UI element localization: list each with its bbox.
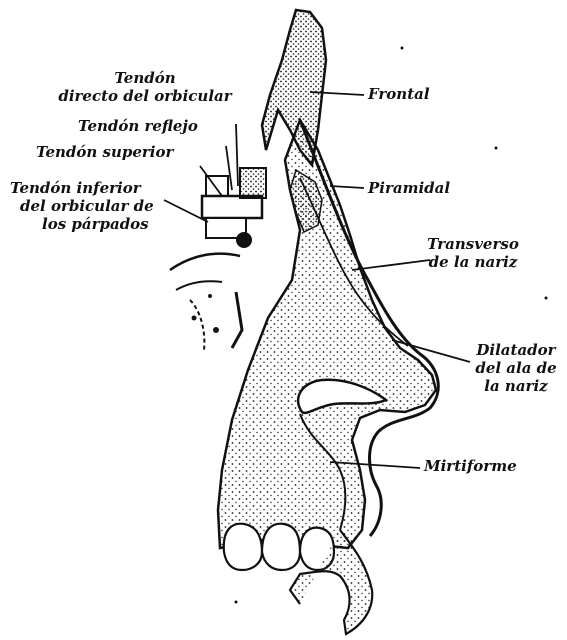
leader-piramidal: [330, 186, 364, 188]
orbital-region: [170, 168, 266, 350]
label-tendon-superior: Tendón superior: [36, 144, 173, 161]
label-tendon-inferior-2: del orbicular de: [20, 198, 154, 215]
label-tendon-inferior-1: Tendón inferior: [10, 180, 141, 197]
label-mirtiforme: Mirtiforme: [424, 458, 517, 475]
leader-directo: [236, 124, 238, 186]
label-tendon-reflejo: Tendón reflejo: [78, 118, 198, 135]
label-transverso-1: Transverso: [418, 236, 528, 253]
label-tendon-directo-1: Tendón: [60, 70, 230, 87]
speck: [235, 601, 238, 604]
label-piramidal: Piramidal: [368, 180, 450, 197]
label-tendon-directo-2: directo del orbicular: [48, 88, 242, 105]
upper-teeth: [224, 524, 334, 570]
speck: [545, 297, 548, 300]
label-frontal: Frontal: [368, 86, 430, 103]
label-dilatador-2: del ala de: [466, 360, 566, 377]
speck: [401, 47, 404, 50]
label-transverso-2: de la nariz: [418, 254, 528, 271]
label-dilatador-3: la nariz: [466, 378, 566, 395]
speck: [495, 147, 498, 150]
label-dilatador-1: Dilatador: [466, 342, 566, 359]
label-tendon-inferior-3: los párpados: [42, 216, 149, 233]
